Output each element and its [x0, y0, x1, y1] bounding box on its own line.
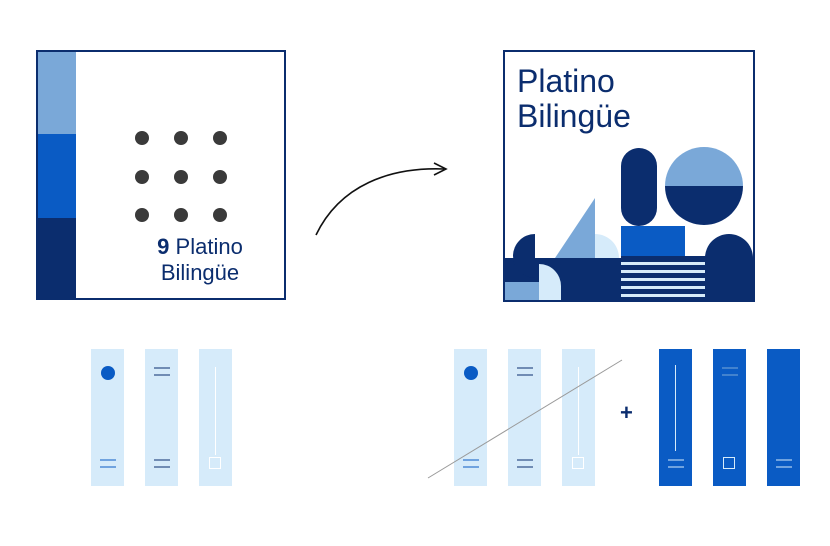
strip-light [38, 52, 76, 134]
plus-icon: + [620, 400, 633, 425]
strike-through-line [427, 359, 623, 479]
menu-lines-icon [154, 459, 170, 468]
column-dark-2 [713, 349, 746, 486]
right-title-line1: Platino [517, 63, 615, 99]
column-left-3 [199, 349, 232, 486]
column-left-1 [91, 349, 124, 486]
column-dark-1 [659, 349, 692, 486]
menu-lines-icon [668, 459, 684, 468]
right-card-title: Platino Bilingüe [517, 64, 631, 134]
left-card-line2: Bilingüe [160, 260, 240, 285]
menu-lines-icon [517, 367, 533, 376]
strip-mid [38, 134, 76, 218]
square-outline-icon [209, 457, 221, 469]
left-product-card: 9 Platino Bilingüe [36, 50, 286, 300]
right-title-line2: Bilingüe [517, 98, 631, 134]
arrow-curve-icon [315, 162, 448, 236]
column-left-2 [145, 349, 178, 486]
strip-navy [38, 218, 76, 298]
right-product-card: Platino Bilingüe [503, 50, 755, 302]
square-outline-icon [572, 457, 584, 469]
vertical-line [215, 367, 216, 455]
column-dark-3 [767, 349, 800, 486]
column-right-2 [508, 349, 541, 486]
left-card-line1: Platino [175, 234, 243, 259]
menu-lines-icon [463, 459, 479, 468]
left-card-label: 9 Platino Bilingüe [112, 234, 288, 286]
dot-marker [464, 366, 478, 380]
square-outline-icon [723, 457, 735, 469]
dot-marker [101, 366, 115, 380]
vertical-line [675, 365, 676, 451]
menu-lines-icon [517, 459, 533, 468]
vertical-line [578, 367, 579, 455]
menu-lines-icon [154, 367, 170, 376]
menu-lines-icon [100, 459, 116, 468]
menu-lines-icon [722, 367, 738, 376]
column-right-3 [562, 349, 595, 486]
column-right-1 [454, 349, 487, 486]
level-number: 9 [157, 234, 170, 259]
geometric-illustration [505, 147, 753, 300]
menu-lines-icon [776, 459, 792, 468]
